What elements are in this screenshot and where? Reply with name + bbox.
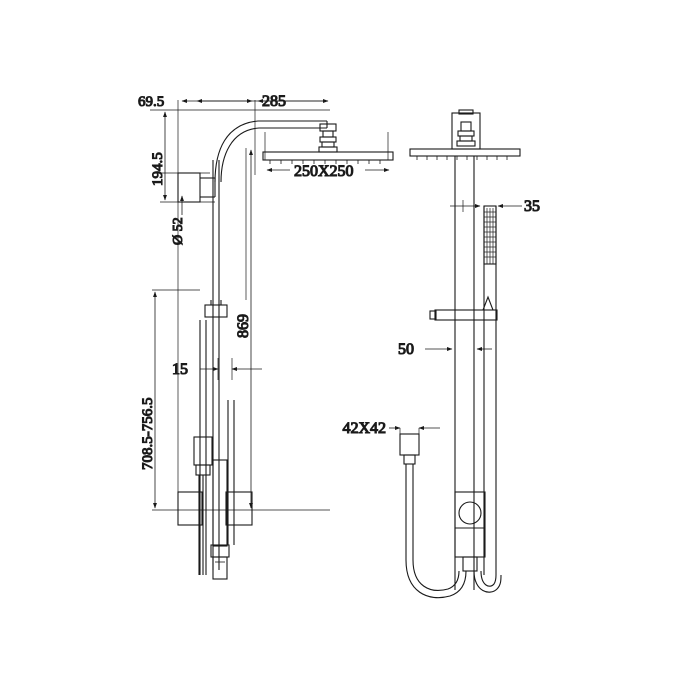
hand-shower-side — [483, 205, 497, 265]
hose-coupler-side — [399, 433, 420, 560]
hose-loop-side — [405, 559, 502, 599]
dim-inlet-drop-label: 194.5 — [150, 152, 166, 186]
shower-head-plate-side — [409, 148, 521, 160]
dim-rail-thickness-label: 15 — [172, 361, 188, 378]
rail-slider-bracket — [204, 300, 228, 318]
dim-bracket-offset-label: 50 — [398, 341, 414, 358]
front-extension-lines — [150, 100, 389, 525]
side-elevation-view: 35 50 42X42 — [342, 109, 541, 599]
dim-inlet-diameter: Ø 52 — [170, 195, 187, 246]
dim-bracket-offset: 50 — [397, 340, 492, 359]
hand-shower-front — [193, 436, 213, 575]
wall-inlet-elbow — [177, 172, 216, 203]
dim-arm-reach-label: 285 — [262, 93, 286, 110]
dim-rail-range: 708.5-756.5 — [139, 291, 157, 509]
front-elevation-view: 69.5 285 194.5 Ø 52 708.5-756.5 15 — [137, 92, 394, 580]
mixer-valve-front — [177, 459, 253, 580]
wall-flange-side — [451, 109, 481, 150]
shower-head-plate — [262, 151, 394, 164]
handset-holder-bracket — [429, 295, 498, 321]
dim-head-size-label: 250X250 — [294, 163, 354, 180]
dim-body-size: 42X42 — [342, 419, 440, 438]
dim-handset-offset: 35 — [450, 197, 541, 216]
shower-hose-front — [199, 320, 207, 575]
dim-arm-reach: 285 — [196, 92, 329, 111]
dim-rail-range-label: 708.5-756.5 — [140, 398, 156, 471]
dim-inlet-drop: 194.5 — [149, 111, 167, 201]
dim-inlet-diameter-label: Ø 52 — [171, 217, 186, 245]
dim-overall-height: 869 — [234, 149, 253, 509]
dim-wall-offset-label: 69.5 — [138, 94, 164, 110]
riser-lower-front — [227, 400, 235, 545]
dim-wall-offset: 69.5 — [137, 93, 253, 111]
dim-handset-offset-label: 35 — [524, 198, 540, 215]
dim-rail-thickness: 15 — [171, 360, 262, 379]
dim-body-size-label: 42X42 — [342, 420, 386, 437]
dim-overall-height-label: 869 — [235, 314, 252, 338]
dim-head-size: 250X250 — [266, 162, 390, 181]
mixer-valve-side — [454, 491, 486, 572]
